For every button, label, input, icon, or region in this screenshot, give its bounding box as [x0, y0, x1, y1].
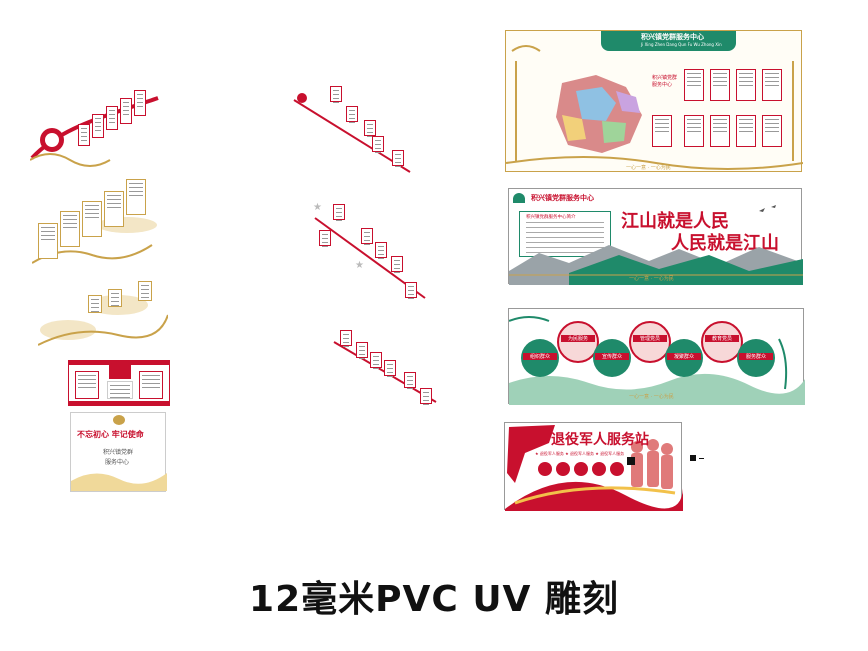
- dash-marker: [699, 458, 704, 459]
- map-board: 积兴镇党群服务中心 Ji Xing Zhen Dang Qun Fu Wu Zh…: [505, 30, 803, 172]
- map-board-footer: 一心一意 · 一心为民: [626, 165, 671, 171]
- diagonal-display-group-1: [290, 72, 415, 182]
- badge-label-3: 教育党员: [705, 335, 739, 342]
- black-marker-square: [627, 457, 635, 465]
- gold-wave-icon: [71, 473, 167, 491]
- badge-label-7: 服务群众: [739, 353, 773, 360]
- soldier-silhouette-icon: [631, 439, 673, 489]
- veteran-board-art: [505, 425, 683, 511]
- diagonal-display-group-3: [326, 322, 446, 417]
- badge-circle-7: 服务群众: [737, 339, 775, 377]
- gold-board-line1: 积兴镇党群: [103, 449, 134, 456]
- badge-circle-1: 为民服务: [557, 321, 599, 363]
- badge-circle-6: 凝聚群众: [665, 339, 703, 377]
- party-flag-icon: [109, 365, 131, 379]
- circle-board-art: [509, 316, 805, 405]
- badge-circle-4: 组织群众: [521, 339, 559, 377]
- mountain-board-intro: 积兴镇党群服务中心简介: [519, 211, 611, 257]
- stair-display-group-3: [37, 275, 169, 350]
- mountain-logo-icon: [513, 193, 525, 203]
- svg-text:★: ★: [355, 260, 364, 271]
- mountain-board-logo-title: 积兴镇党群服务中心: [531, 193, 594, 202]
- veteran-service-board: 退役军人服务站 ★ 退役军人服务 ★ 退役军人服务 ★ 退役军人服务: [504, 422, 683, 511]
- svg-text:★: ★: [313, 202, 322, 213]
- badge-circle-2: 管理党员: [629, 321, 671, 363]
- veteran-board-title: 退役军人服务站: [551, 432, 649, 448]
- badge-label-4: 组织群众: [523, 353, 557, 360]
- black-marker-outside: [690, 455, 696, 461]
- caption-text: 12毫米PVC UV 雕刻: [249, 579, 619, 620]
- veteran-board-subtitle: ★ 退役军人服务 ★ 退役军人服务 ★ 退役军人服务: [535, 451, 625, 456]
- mountain-board: 积兴镇党群服务中心 积兴镇党群服务中心简介 江山就是人民 人民就是江山 一心一意…: [508, 188, 803, 285]
- mountain-board-slogan-1: 江山就是人民: [621, 211, 729, 232]
- mountain-board-footer: 一心一意 · 一心为民: [629, 276, 674, 282]
- map-board-subtitle: Ji Xing Zhen Dang Qun Fu Wu Zhong Xin: [641, 42, 722, 47]
- circle-board-footer: 一心一意 · 一心为民: [629, 394, 674, 400]
- badge-circle-3: 教育党员: [701, 321, 743, 363]
- mountain-board-slogan-2: 人民就是江山: [671, 233, 779, 254]
- stair-display-group-2: [31, 175, 172, 270]
- caption-container: 12毫米PVC UV 雕刻: [0, 570, 868, 622]
- stair-display-group-1: [29, 88, 160, 168]
- mountain-board-intro-title: 积兴镇党群服务中心简介: [526, 215, 576, 220]
- gold-board-title: 不忘初心 牢记使命: [77, 429, 144, 439]
- mountain-board-logo: 积兴镇党群服务中心: [513, 191, 603, 207]
- badge-label-5: 宣传群众: [595, 353, 629, 360]
- map-board-side-note: 积兴镇党群服务中心: [652, 75, 678, 88]
- gold-board-line2: 服务中心: [105, 459, 130, 466]
- diagonal-display-group-2: ★ ★: [305, 198, 435, 308]
- mountain-art: [509, 205, 803, 285]
- map-board-art: [506, 45, 803, 170]
- red-flag-board: [68, 360, 170, 406]
- gold-board: 不忘初心 牢记使命 积兴镇党群 服务中心: [70, 412, 167, 492]
- map-board-title: 积兴镇党群服务中心: [641, 32, 704, 41]
- badge-circle-5: 宣传群众: [593, 339, 631, 377]
- map-board-banner: 积兴镇党群服务中心 Ji Xing Zhen Dang Qun Fu Wu Zh…: [601, 31, 736, 51]
- party-emblem-icon: [113, 415, 125, 425]
- circle-badge-board: 为民服务 管理党员 教育党员 组织群众 宣传群众 凝聚群众 服务群众 一心一意 …: [508, 308, 805, 405]
- badge-label-1: 为民服务: [561, 335, 595, 342]
- badge-label-6: 凝聚群众: [667, 353, 701, 360]
- badge-label-2: 管理党员: [633, 335, 667, 342]
